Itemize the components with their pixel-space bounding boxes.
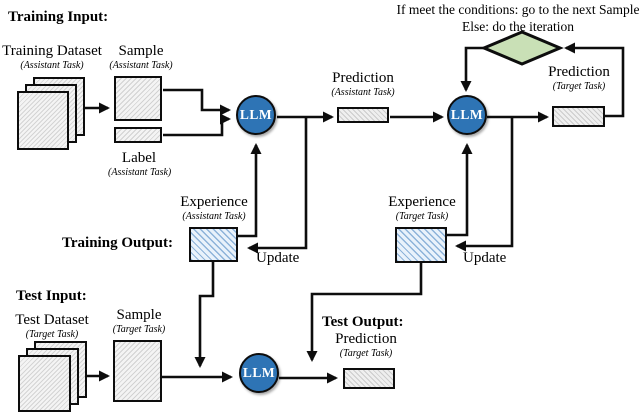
condition-line-2: Else: do the iteration (461, 18, 575, 34)
llm-node-test: LLM (239, 353, 279, 393)
test-prediction-sublabel: (Target Task) (339, 348, 393, 359)
experience-target-label: Experience (388, 194, 456, 210)
sample-assistant-label: Sample (118, 43, 164, 59)
sample-target-label: Sample (116, 307, 162, 323)
llm-node-iteration: LLM (447, 95, 487, 135)
experience-target-box (395, 227, 447, 263)
experience-assistant-sublabel: (Assistant Task) (182, 211, 246, 222)
test-prediction-box (343, 368, 395, 389)
update-left-label: Update (256, 250, 300, 266)
arrow-update-left (247, 117, 308, 254)
prediction-target-title: Prediction (Target Task) (540, 64, 618, 93)
label-assistant-sublabel: (Assistant Task) (108, 167, 172, 178)
experience-target-title: Experience (Target Task) (380, 194, 464, 223)
experience-assistant-box (189, 227, 238, 262)
test-dataset-title: Test Dataset (Target Task) (0, 312, 104, 341)
test-output-heading: Test Output: (322, 314, 404, 330)
prediction-assistant-label: Prediction (332, 70, 394, 86)
training-dataset-sublabel: (Assistant Task) (20, 60, 84, 71)
label-assistant-label: Label (121, 150, 157, 166)
test-prediction-title: Prediction (Target Task) (326, 331, 406, 360)
experience-target-sublabel: (Target Task) (395, 211, 449, 222)
training-dataset-label: Training Dataset (2, 43, 102, 59)
prediction-assistant-box (337, 107, 389, 123)
arrow-experience-assistant-to-testflow (194, 262, 215, 368)
prediction-assistant-title: Prediction (Assistant Task) (324, 70, 402, 99)
update-right-label: Update (463, 250, 507, 266)
label-assistant-title: Label (Assistant Task) (108, 150, 172, 179)
prediction-target-sublabel: (Target Task) (552, 81, 606, 92)
arrow-sample-to-llm1 (163, 88, 231, 116)
sample-assistant-box (114, 76, 162, 121)
sample-assistant-sublabel: (Assistant Task) (109, 60, 173, 71)
arrow-diamond-to-llm2 (460, 46, 484, 92)
experience-assistant-label: Experience (180, 194, 248, 210)
training-input-heading: Training Input: (8, 9, 109, 25)
prediction-assistant-sublabel: (Assistant Task) (331, 87, 395, 98)
prediction-target-box (552, 106, 605, 127)
label-assistant-box (114, 127, 162, 143)
test-input-heading: Test Input: (16, 288, 87, 304)
test-prediction-label: Prediction (335, 331, 397, 347)
decision-diamond (480, 30, 564, 66)
document-page-icon (17, 91, 69, 150)
sample-target-sublabel: (Target Task) (112, 324, 166, 335)
sample-assistant-title: Sample (Assistant Task) (106, 43, 176, 72)
experience-assistant-title: Experience (Assistant Task) (172, 194, 256, 223)
condition-line-1: If meet the conditions: go to the next S… (396, 2, 640, 17)
training-dataset-title: Training Dataset (Assistant Task) (0, 43, 104, 72)
condition-text: If meet the conditions: go to the next S… (392, 2, 640, 35)
prediction-target-label: Prediction (548, 64, 610, 80)
llm-node-training: LLM (236, 95, 276, 135)
document-page-icon (18, 355, 71, 412)
training-output-heading: Training Output: (62, 235, 173, 251)
arrow-update-right (455, 117, 514, 252)
test-dataset-label: Test Dataset (15, 312, 89, 328)
test-dataset-sublabel: (Target Task) (25, 329, 79, 340)
sample-target-title: Sample (Target Task) (104, 307, 174, 336)
arrow-label-to-llm1 (163, 113, 231, 137)
sample-target-box (113, 340, 162, 402)
